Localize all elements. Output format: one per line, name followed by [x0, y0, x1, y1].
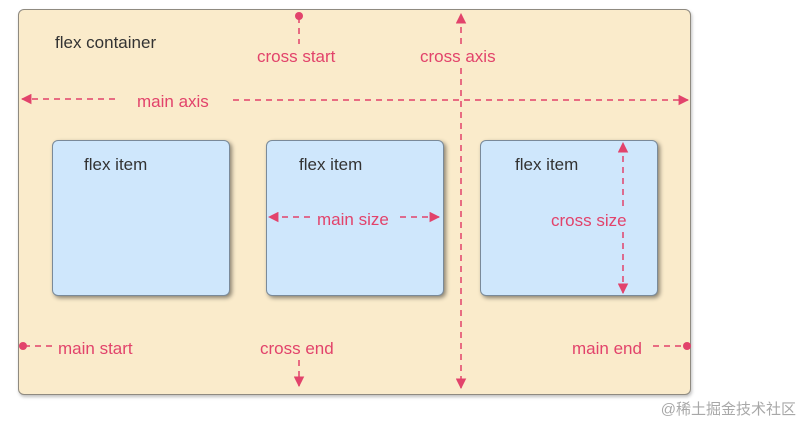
- cross-axis-label: cross axis: [417, 48, 499, 65]
- main-axis-label: main axis: [137, 92, 209, 111]
- main-end-label: main end: [572, 339, 642, 358]
- flex-item-2: [266, 140, 444, 296]
- flex-item-1: [52, 140, 230, 296]
- flex-item-2-label: flex item: [299, 155, 363, 174]
- flex-item-3-label: flex item: [515, 155, 579, 174]
- flex-item-1-label: flex item: [84, 155, 148, 174]
- cross-end-label: cross end: [260, 339, 334, 358]
- cross-start-dot: [295, 12, 303, 20]
- main-size-label: main size: [317, 210, 389, 229]
- main-end-dot: [683, 342, 691, 350]
- flex-container-label: flex container: [55, 33, 157, 52]
- watermark: @稀土掘金技术社区: [660, 401, 796, 418]
- cross-size-label: cross size: [549, 211, 629, 230]
- main-start-label: main start: [58, 339, 133, 358]
- cross-start-label: cross start: [257, 47, 336, 66]
- main-start-dot: [19, 342, 27, 350]
